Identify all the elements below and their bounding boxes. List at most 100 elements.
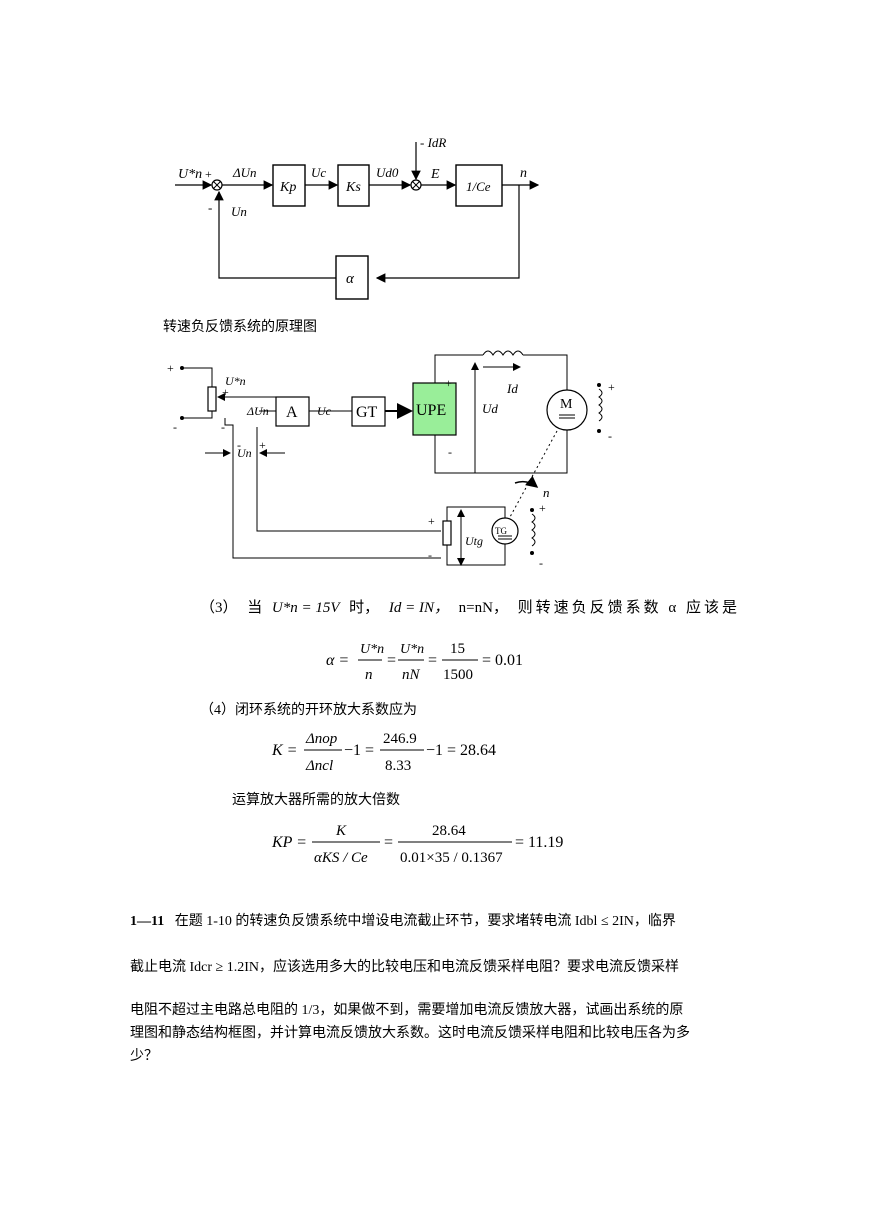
eq-k-f2-den: 8.33 bbox=[385, 758, 411, 774]
eq-alpha-f1-num: U*n bbox=[360, 642, 384, 657]
item3-shi: 时， bbox=[349, 600, 380, 616]
eq-alpha-f3-den: 1500 bbox=[443, 667, 473, 683]
eq-k-lhs: K = bbox=[271, 742, 297, 759]
error-label: ΔUn bbox=[232, 165, 257, 180]
upe-label: UPE bbox=[416, 402, 446, 419]
eq-alpha-f2-den: nN bbox=[402, 667, 421, 683]
uc-label: Uc bbox=[317, 404, 332, 418]
item3-prefix: （3） bbox=[200, 600, 238, 616]
input-label: U*n bbox=[178, 167, 202, 182]
eq-kp-f1-num: K bbox=[335, 823, 347, 839]
ce-block bbox=[455, 164, 503, 207]
problem-line-1: 1—11 在题 1-10 的转速负反馈系统中增设电流截止环节，要求堵转电流 Id… bbox=[130, 912, 750, 932]
summing-junction-1 bbox=[211, 179, 223, 191]
eq-alpha-lhs: α = bbox=[326, 652, 349, 669]
tg-field-plus: + bbox=[539, 501, 546, 515]
eq-k-f1-num: Δnop bbox=[305, 731, 338, 747]
ks-label: Ks bbox=[345, 180, 361, 195]
gt-label: GT bbox=[356, 404, 378, 421]
equation-kp: KP = K αKS / Ce = 28.64 0.01×35 / 0.1367… bbox=[271, 823, 563, 866]
pot-label: U*n bbox=[225, 374, 246, 388]
amp-text: 运算放大器所需的放大倍数 bbox=[232, 793, 400, 808]
item3-cond3: n=nN， bbox=[458, 600, 508, 616]
ce-label: 1/Ce bbox=[466, 179, 491, 194]
item3-when: 当 bbox=[247, 600, 263, 616]
plus-pot: + bbox=[222, 385, 229, 399]
motor bbox=[546, 389, 588, 431]
tg-minus: - bbox=[428, 548, 432, 562]
field-plus: + bbox=[608, 380, 615, 394]
tg-field-minus: - bbox=[539, 556, 543, 570]
item4-text: （4）闭环系统的开环放大系数应为 bbox=[200, 703, 417, 718]
tg-plus: + bbox=[428, 514, 435, 528]
motor-field-winding bbox=[598, 388, 603, 422]
amplifier-label: A bbox=[286, 404, 298, 421]
inductor bbox=[482, 350, 524, 356]
eq-alpha-f2-num: U*n bbox=[400, 642, 424, 657]
e-label: E bbox=[430, 167, 440, 182]
eq-alpha-result: = 0.01 bbox=[482, 652, 523, 669]
equation-alpha: α = U*n n = U*n nN = 15 1500 = 0.01 bbox=[326, 641, 523, 683]
tg-potentiometer bbox=[442, 520, 452, 546]
problem-line-3: 电阻不超过主电路总电阻的 1/3，如果做不到，需要增加电流反馈放大器，试画出系统… bbox=[130, 1003, 684, 1018]
feedback-signal-label: Un bbox=[231, 204, 247, 219]
upe-plus: + bbox=[445, 376, 452, 390]
id-label: Id bbox=[506, 381, 518, 396]
reference-potentiometer bbox=[207, 386, 217, 412]
uc-label: Uc bbox=[311, 165, 326, 180]
tg-label: TG bbox=[495, 526, 507, 536]
field-minus: - bbox=[608, 429, 612, 443]
problem-line-4: 理图和静态结构框图，并计算电流反馈放大系数。这时电流反馈采样电阻和比较电压各为多 bbox=[130, 1026, 690, 1041]
upe-minus: - bbox=[448, 445, 452, 459]
un-label: Un bbox=[237, 446, 252, 460]
disturbance-label: - IdR bbox=[420, 135, 446, 150]
eq-k-mid: −1 = bbox=[344, 742, 374, 759]
problem-number: 1—11 bbox=[130, 914, 165, 929]
motor-label: M bbox=[560, 397, 573, 412]
eq-kp-lhs: KP = bbox=[271, 834, 307, 851]
item3-line: （3） 当 U*n = 15V 时， Id = IN， n=nN， 则转速负反馈… bbox=[200, 596, 740, 617]
block-diagram: U*n + - Un ΔUn Kp Uc Ks Ud0 - IdR E 1/Ce… bbox=[175, 135, 540, 300]
sum1-plus: + bbox=[205, 167, 212, 181]
un-minus: - bbox=[237, 438, 241, 452]
tg-field-winding bbox=[531, 513, 536, 547]
eq-kp-result: = 11.19 bbox=[515, 834, 563, 851]
eq-k-f1-den: Δncl bbox=[305, 758, 333, 774]
minus-mid: - bbox=[221, 420, 225, 434]
output-label: n bbox=[520, 166, 527, 181]
svg-text:=: = bbox=[428, 652, 437, 669]
ks-block bbox=[337, 164, 370, 207]
alpha-label: α bbox=[346, 271, 355, 287]
alpha-block bbox=[335, 255, 369, 300]
svg-text:=: = bbox=[387, 652, 396, 669]
utg-label: Utg bbox=[465, 534, 483, 548]
eq-kp-f1-den: αKS / Ce bbox=[314, 850, 368, 866]
eq-kp-f2-num: 28.64 bbox=[432, 823, 466, 839]
summing-junction-2 bbox=[410, 179, 422, 191]
un-plus: + bbox=[259, 438, 266, 452]
kp-label: Kp bbox=[279, 180, 296, 195]
kp-block bbox=[272, 164, 306, 207]
item3-cond1: U*n = 15V bbox=[271, 600, 340, 616]
sum1-minus: - bbox=[208, 200, 212, 215]
minus-left: - bbox=[173, 420, 177, 434]
svg-text:=: = bbox=[384, 834, 393, 851]
eq-k-result: −1 = 28.64 bbox=[426, 742, 496, 759]
equation-k: K = Δnop Δncl −1 = 246.9 8.33 −1 = 28.64 bbox=[271, 731, 496, 774]
plus-top: + bbox=[167, 361, 174, 375]
delta-un-label: ΔUn bbox=[246, 404, 269, 418]
speed-n-label: n bbox=[543, 485, 550, 500]
schematic-diagram: + - U*n + - ΔUn A Uc GT UPE + - Id Ud M … bbox=[167, 350, 615, 570]
problem-line-5: 少？ bbox=[130, 1049, 158, 1064]
item3-tail: 则转速负反馈系数 α 应该是 bbox=[517, 600, 740, 616]
problem-line-2: 截止电流 Idcr ≥ 1.2IN，应该选用多大的比较电压和电流反馈采样电阻？要… bbox=[130, 960, 679, 975]
eq-alpha-f1-den: n bbox=[365, 667, 373, 683]
ud-label: Ud bbox=[482, 401, 498, 416]
item3-cond2: Id = IN， bbox=[388, 600, 449, 616]
caption-principle: 转速负反馈系统的原理图 bbox=[163, 320, 317, 335]
problem-line-1-text: 在题 1-10 的转速负反馈系统中增设电流截止环节，要求堵转电流 Idbl ≤ … bbox=[174, 914, 676, 929]
ud0-label: Ud0 bbox=[376, 165, 399, 180]
eq-kp-f2-den: 0.01×35 / 0.1367 bbox=[400, 850, 503, 866]
gt-block bbox=[351, 396, 386, 427]
eq-k-f2-num: 246.9 bbox=[383, 731, 417, 747]
